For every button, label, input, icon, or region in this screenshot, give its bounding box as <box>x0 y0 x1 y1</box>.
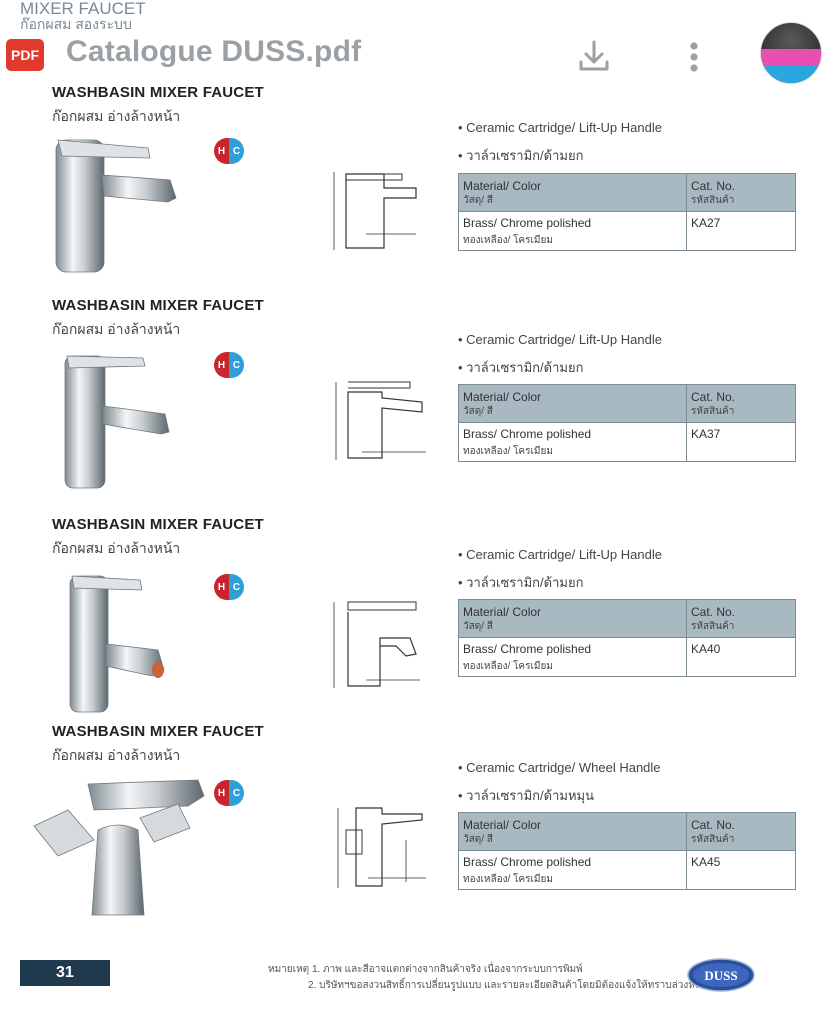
dimension-drawing <box>326 168 436 261</box>
hot-cold-badge: H C <box>214 574 244 600</box>
feature-bullet: Ceramic Cartridge/ Lift-Up Handle <box>458 120 662 135</box>
product-title: WASHBASIN MIXER FAUCET <box>52 297 264 314</box>
faucet-photo <box>55 344 185 499</box>
product-subtitle: ก๊อกผสม อ่างล้างหน้า <box>52 321 181 337</box>
footnote-line-1: หมายเหตุ 1. ภาพ และสีอาจแตกต่างจากสินค้า… <box>268 964 583 975</box>
material-value-th: ทองเหลือง/ โครเมียม <box>463 874 553 885</box>
material-header: Material/ Color <box>463 605 542 619</box>
feature-bullet: Ceramic Cartridge/ Lift-Up Handle <box>458 547 662 562</box>
material-header-th: วัสดุ/ สี <box>463 406 493 417</box>
cat-header-th: รหัสสินค้า <box>691 621 735 632</box>
product-subtitle: ก๊อกผสม อ่างล้างหน้า <box>52 108 181 124</box>
material-value-th: ทองเหลือง/ โครเมียม <box>463 235 553 246</box>
product-title: WASHBASIN MIXER FAUCET <box>52 84 264 101</box>
more-vertical-icon[interactable] <box>676 36 712 76</box>
hot-cold-badge: H C <box>214 138 244 164</box>
feature-bullet: วาล์วเซรามิก/ด้ามหมุน <box>458 785 594 806</box>
material-header: Material/ Color <box>463 390 542 404</box>
dimension-drawing <box>326 598 436 695</box>
hot-indicator: H <box>214 780 229 806</box>
product-title: WASHBASIN MIXER FAUCET <box>52 723 264 740</box>
feature-bullet: Ceramic Cartridge/ Wheel Handle <box>458 760 660 775</box>
feature-bullet: วาล์วเซรามิก/ด้ามยก <box>458 357 583 378</box>
cat-number: KA45 <box>691 855 721 869</box>
cat-header-th: รหัสสินค้า <box>691 406 735 417</box>
material-value: Brass/ Chrome polished <box>463 427 592 441</box>
spec-table: Material/ Color วัสดุ/ สี Cat. No. รหัสส… <box>458 384 796 462</box>
material-value: Brass/ Chrome polished <box>463 855 592 869</box>
cat-number: KA40 <box>691 642 721 656</box>
cat-header: Cat. No. <box>691 818 736 832</box>
catalog-title: MIXER FAUCET <box>20 0 146 18</box>
catalog-header: MIXER FAUCET ก๊อกผสม สองระบบ <box>20 0 146 31</box>
product-subtitle: ก๊อกผสม อ่างล้างหน้า <box>52 540 181 556</box>
feature-bullet: วาล์วเซรามิก/ด้ามยก <box>458 572 583 593</box>
spec-table: Material/ Color วัสดุ/ สี Cat. No. รหัสส… <box>458 173 796 251</box>
material-header-th: วัสดุ/ สี <box>463 195 493 206</box>
dimension-drawing <box>326 378 436 471</box>
cold-indicator: C <box>229 780 244 806</box>
dimension-drawing <box>326 800 436 897</box>
product-subtitle: ก๊อกผสม อ่างล้างหน้า <box>52 747 181 763</box>
duss-logo-text: DUSS <box>704 968 737 983</box>
faucet-photo <box>28 770 213 925</box>
cold-indicator: C <box>229 138 244 164</box>
faucet-photo <box>48 130 198 283</box>
material-value-th: ทองเหลือง/ โครเมียม <box>463 446 553 457</box>
hot-cold-badge: H C <box>214 352 244 378</box>
faucet-photo <box>60 566 175 721</box>
product-title: WASHBASIN MIXER FAUCET <box>52 516 264 533</box>
pdf-file-icon: PDF <box>6 39 44 71</box>
spec-table: Material/ Color วัสดุ/ สี Cat. No. รหัสส… <box>458 599 796 677</box>
cat-header: Cat. No. <box>691 390 736 404</box>
profile-avatar[interactable] <box>760 22 822 84</box>
cat-header-th: รหัสสินค้า <box>691 834 735 845</box>
cat-number: KA37 <box>691 427 721 441</box>
feature-bullet: วาล์วเซรามิก/ด้ามยก <box>458 145 583 166</box>
material-header-th: วัสดุ/ สี <box>463 621 493 632</box>
file-name: Catalogue DUSS.pdf <box>66 35 362 68</box>
cat-header: Cat. No. <box>691 179 736 193</box>
hot-cold-badge: H C <box>214 780 244 806</box>
material-header: Material/ Color <box>463 818 542 832</box>
spec-table: Material/ Color วัสดุ/ สี Cat. No. รหัสส… <box>458 812 796 890</box>
download-icon[interactable] <box>576 36 612 76</box>
catalog-subtitle: ก๊อกผสม สองระบบ <box>20 16 132 32</box>
pdf-viewer-toolbar: PDF Catalogue DUSS.pdf <box>0 30 834 80</box>
material-value: Brass/ Chrome polished <box>463 216 592 230</box>
page-number: 31 <box>20 960 110 986</box>
material-header: Material/ Color <box>463 179 542 193</box>
hot-indicator: H <box>214 574 229 600</box>
hot-indicator: H <box>214 138 229 164</box>
cat-header-th: รหัสสินค้า <box>691 195 735 206</box>
duss-logo: DUSS <box>686 957 756 993</box>
hot-indicator: H <box>214 352 229 378</box>
material-value: Brass/ Chrome polished <box>463 642 592 656</box>
cold-indicator: C <box>229 574 244 600</box>
material-header-th: วัสดุ/ สี <box>463 834 493 845</box>
cat-header: Cat. No. <box>691 605 736 619</box>
footnote-line-2: 2. บริษัทฯขอสงวนสิทธิ์การเปลี่ยนรูปแบบ แ… <box>308 980 708 991</box>
material-value-th: ทองเหลือง/ โครเมียม <box>463 661 553 672</box>
cat-number: KA27 <box>691 216 721 230</box>
feature-bullet: Ceramic Cartridge/ Lift-Up Handle <box>458 332 662 347</box>
cold-indicator: C <box>229 352 244 378</box>
